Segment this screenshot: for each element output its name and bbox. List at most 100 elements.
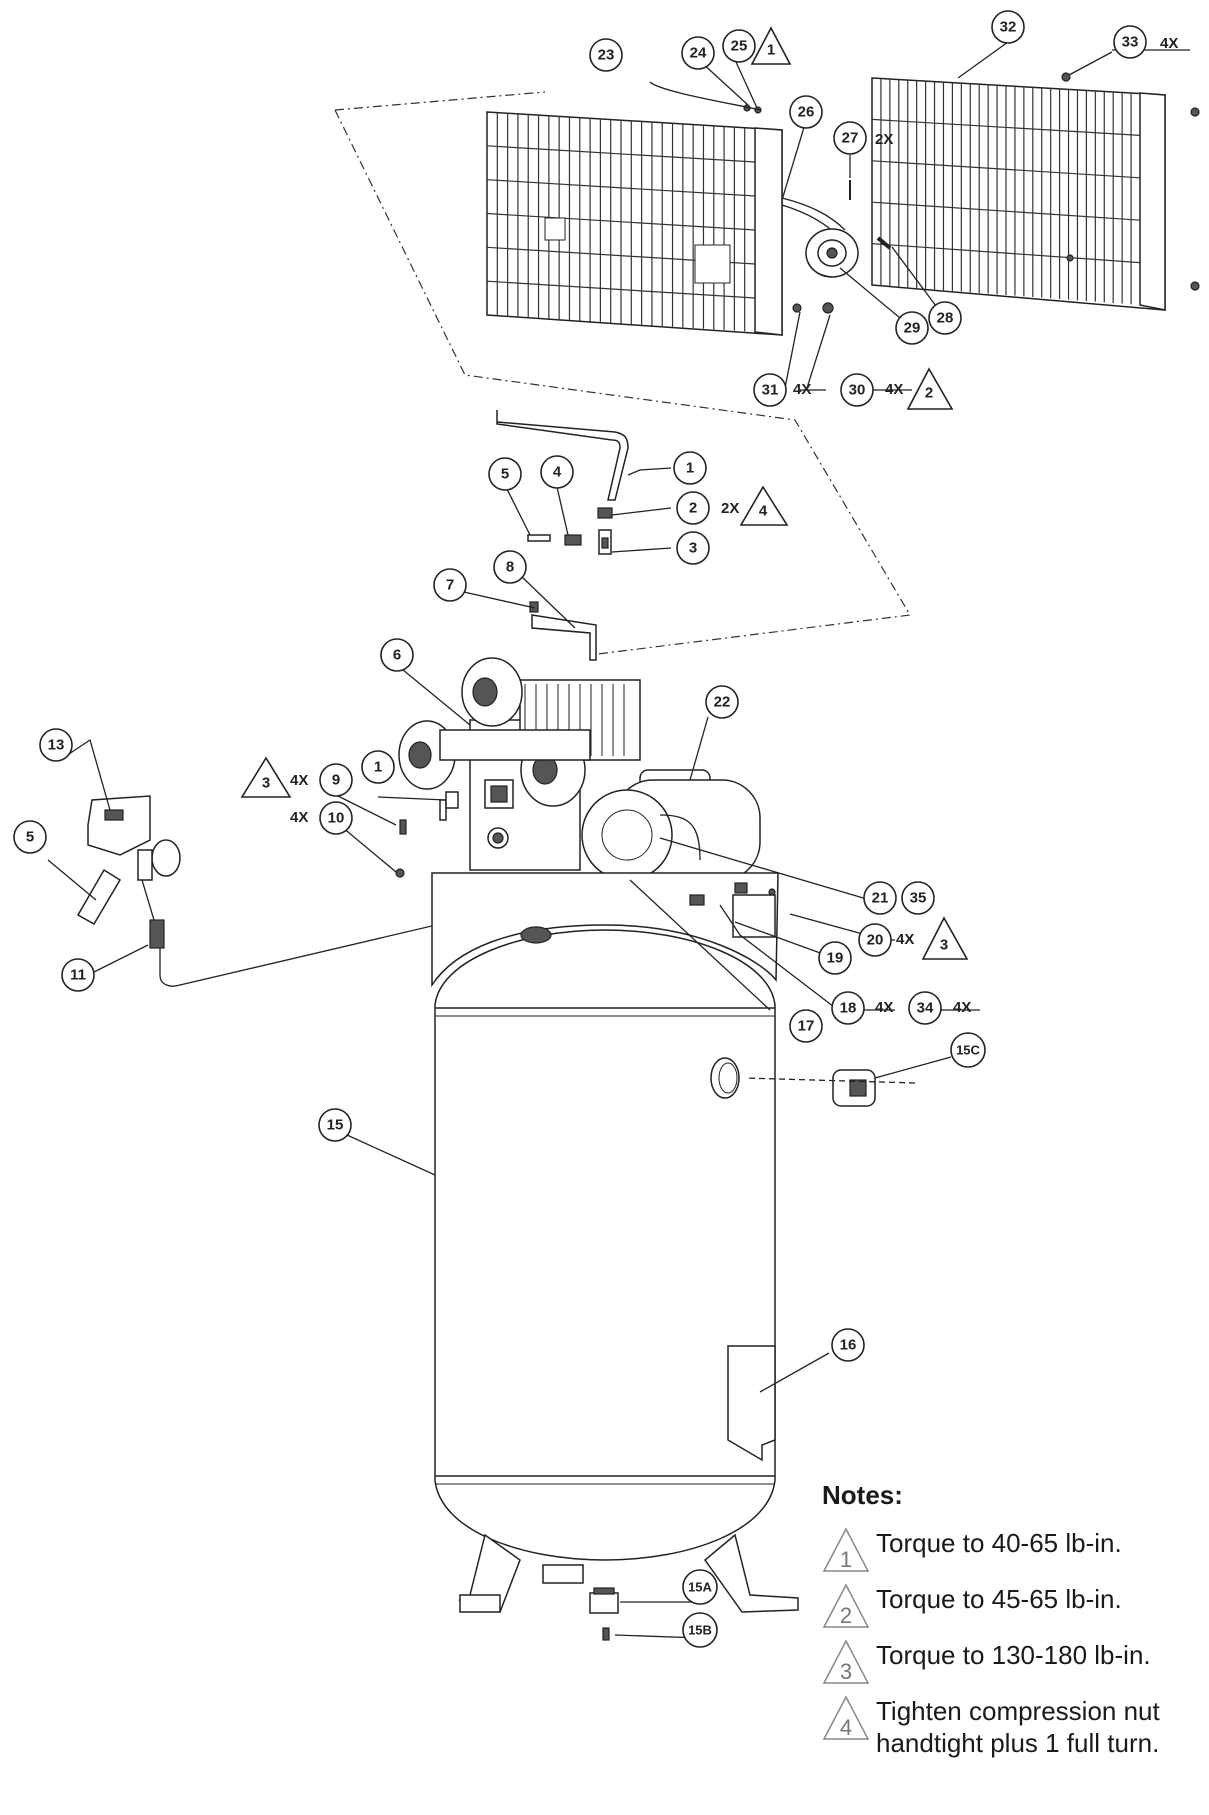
svg-text:3: 3 (689, 540, 697, 557)
svg-text:22: 22 (714, 694, 731, 711)
svg-text:2: 2 (840, 1603, 852, 1628)
svg-text:15: 15 (327, 1117, 344, 1134)
callout-10: 10 (319, 801, 353, 835)
callout-15c: 15C (950, 1032, 986, 1068)
pump-head-assembly (398, 657, 641, 871)
callout-1: 1 (673, 451, 707, 485)
callout-32: 32 (991, 10, 1025, 44)
callout-19: 19 (818, 941, 852, 975)
svg-text:8: 8 (506, 559, 514, 576)
callout-8: 8 (493, 550, 527, 584)
notes-title: Notes: (822, 1480, 903, 1510)
svg-text:15B: 15B (688, 1623, 712, 1638)
note-text: Torque to 45-65 lb-in. (876, 1584, 1122, 1614)
svg-text:10: 10 (328, 810, 345, 827)
torque-marker-2: 4 (739, 485, 789, 526)
svg-text:13: 13 (48, 737, 65, 754)
callout-21: 21 (863, 881, 897, 915)
pulley-hardware (743, 72, 1200, 314)
note-item: 2 Torque to 45-65 lb-in. (822, 1583, 1202, 1628)
svg-text:1: 1 (840, 1547, 852, 1572)
qty-2: 2X (721, 500, 739, 517)
belt-guard-back (486, 111, 783, 336)
svg-text:25: 25 (731, 38, 748, 55)
mounting-bolts (395, 791, 459, 878)
note-marker-icon: 3 (822, 1639, 870, 1687)
callout-4: 4 (540, 455, 574, 489)
qty-27: 2X (875, 131, 893, 148)
svg-text:1: 1 (374, 759, 382, 776)
svg-text:35: 35 (910, 890, 927, 907)
svg-text:26: 26 (798, 104, 815, 121)
air-tank (431, 872, 799, 1613)
qty-20: 4X (896, 931, 914, 948)
svg-text:32: 32 (1000, 19, 1017, 36)
leader-lines (47, 41, 1190, 1639)
svg-text:29: 29 (904, 320, 921, 337)
callout-28: 28 (928, 301, 962, 335)
svg-text:2: 2 (925, 385, 933, 402)
callout-35: 35 (901, 881, 935, 915)
svg-text:34: 34 (917, 1000, 934, 1017)
torque-marker-30: 2 (906, 367, 954, 410)
callout-3: 3 (676, 531, 710, 565)
callout-30: 30 (840, 373, 874, 407)
note-marker-icon: 1 (822, 1527, 870, 1575)
svg-text:16: 16 (840, 1337, 857, 1354)
qty-33: 4X (1160, 35, 1178, 52)
discharge-tube (496, 410, 629, 555)
callout-26: 26 (789, 95, 823, 129)
svg-text:33: 33 (1122, 34, 1139, 51)
tank-plug-fitting (832, 1069, 876, 1107)
note-text: Tighten compression nut handtight plus 1… (876, 1696, 1160, 1758)
svg-text:21: 21 (872, 890, 889, 907)
svg-text:3: 3 (840, 1659, 852, 1684)
svg-text:7: 7 (446, 577, 454, 594)
callout-11: 11 (61, 958, 95, 992)
callout-17: 17 (789, 1009, 823, 1043)
quantity-labels: 2X 4X 4X 4X 4X 2X 4X 4X 4X 4X (290, 35, 1178, 1016)
callout-20: 20 (858, 923, 892, 957)
callout-27: 27 (833, 121, 867, 155)
callout-34: 34 (908, 991, 942, 1025)
svg-text:23: 23 (598, 47, 615, 64)
svg-text:6: 6 (393, 647, 401, 664)
svg-text:27: 27 (842, 130, 859, 147)
belt-guard-assembly-boundary (334, 91, 911, 656)
svg-text:11: 11 (70, 967, 86, 984)
callout-1: 1 (361, 750, 395, 784)
note-text: Torque to 130-180 lb-in. (876, 1640, 1151, 1670)
svg-text:17: 17 (798, 1018, 815, 1035)
svg-text:31: 31 (762, 382, 779, 399)
svg-text:4: 4 (553, 464, 562, 481)
callout-6: 6 (380, 638, 414, 672)
motor-pulley (805, 228, 859, 278)
callout-9: 9 (319, 763, 353, 797)
svg-text:5: 5 (26, 829, 34, 846)
callout-18: 18 (831, 991, 865, 1025)
electric-motor (581, 769, 761, 881)
callout-15: 15 (318, 1108, 352, 1142)
callout-13: 13 (39, 728, 73, 762)
note-marker-icon: 2 (822, 1583, 870, 1631)
svg-text:4: 4 (759, 503, 768, 520)
note-text: Torque to 40-65 lb-in. (876, 1528, 1122, 1558)
svg-text:3: 3 (262, 775, 270, 792)
note-item: 1 Torque to 40-65 lb-in. (822, 1527, 1202, 1572)
callout-7: 7 (433, 568, 467, 602)
pump-bracket (529, 601, 597, 661)
qty-18: 4X (875, 999, 893, 1016)
callout-24: 24 (681, 36, 715, 70)
callout-15a: 15A (682, 1569, 718, 1605)
callout-2: 2 (676, 491, 710, 525)
svg-text:1: 1 (767, 42, 775, 59)
callout-16: 16 (831, 1328, 865, 1362)
drain-valve (542, 1564, 619, 1641)
svg-text:19: 19 (827, 950, 844, 967)
note-item: 3 Torque to 130-180 lb-in. (822, 1639, 1202, 1684)
torque-marker-25: 1 (750, 26, 792, 65)
qty-34: 4X (953, 999, 971, 1016)
note-marker-icon: 4 (822, 1695, 870, 1743)
callout-25: 25 (722, 29, 756, 63)
svg-text:24: 24 (690, 45, 707, 62)
